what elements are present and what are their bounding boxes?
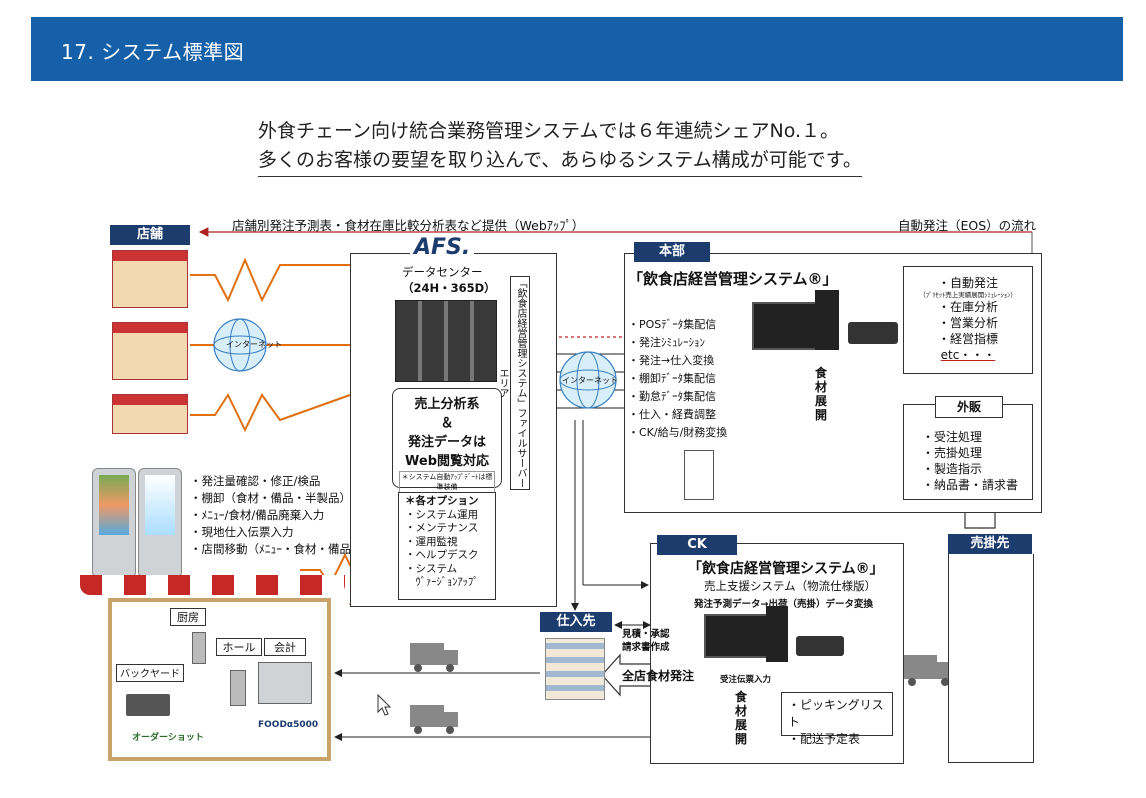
store-building-icons [112,250,188,434]
ck-system-name: 「飲食店経営管理システム®」 [688,561,884,577]
mouse-cursor-icon [377,693,392,716]
truck-icon [410,705,458,734]
supplier-note: 見積・承認 請求書作成 [622,629,670,653]
hq-pc-tower-icon [815,290,839,350]
intro-line-2: 多くのお客様の要望を取り込んで、あらゆるシステム構成が可能です。 [258,145,862,177]
hq-flow-list: ・POSﾃﾞｰﾀ集配信 ・発注ｼﾐｭﾚｰｼｮﾝ ・発注→仕入変換 ・棚卸ﾃﾞｰﾀ… [628,318,728,439]
document-icon [684,450,714,500]
datacenter-title: データセンター [402,265,483,279]
internet-label-center: インターネット [562,376,618,385]
hq-arrow-label: 食材展開 [814,366,827,422]
store-link-zigzag-1 [190,257,350,303]
hq-printer-icon [848,322,898,344]
truck-icon [410,643,458,672]
room-backyard: バックヤード [116,664,184,682]
ck-slip-input: 受注伝票入力 [720,675,772,685]
external-sales-box: ・受注処理 ・売掛処理 ・製造指示 ・納品書・請求書 [903,404,1033,500]
shipping-list-box: ・ピッキングリスト ・配送予定表 [781,692,893,746]
ck-arrow-label: 食材展開 [734,690,747,746]
web-view-box: 売上分析系 ＆ 発注データは Web閲覧対応 ＊システム自動ｱｯﾌﾟﾃﾞｰﾄは標… [392,388,502,493]
web-up-label: 店舗別発注予測表・食材在庫比較分析表など提供（Webｱｯﾌﾟ） [232,218,585,233]
server-rack-icon [395,300,497,382]
datacenter-hours: （24H・365D） [402,281,496,295]
ck-pc-tower-icon [766,606,788,662]
room-hall: ホール [216,638,262,656]
store-interior: 厨房 ホール 会計 バックヤード オーダーショット FOODα5000 [108,598,331,761]
ck-monitor-icon [704,614,768,658]
order-shot-logo: オーダーショット [132,733,204,743]
food-alpha-logo: FOODα5000 [258,720,319,730]
truck-icon [903,655,953,686]
room-kitchen: 厨房 [170,608,206,626]
file-server-area: 「飲食店経営管理システム」ファイルサーバーエリア [497,276,530,490]
handheld-icon [192,632,206,664]
auto-order-box: ・自動発注 （ﾌﾟﾘｾｯﾄ売上実績展開ｼﾐｭﾚｰｼｮﾝ） ・在庫分析 ・営業分析… [903,266,1033,374]
section-header: 17. システム標準図 [31,17,1123,81]
internet-label-left: インターネット [226,340,282,349]
ck-printer-icon [796,636,844,656]
handheld-device-icon [138,468,182,578]
all-store-order-label: 全店食材発注 [622,669,695,683]
receivables-panel [948,554,1034,763]
intro-line-1: 外食チェーン向け統合業務管理システムでは６年連続シェアNo.１。 [258,120,840,142]
options-box: ＊各オプション ・システム運用 ・メンテナンス ・運用監視 ・ヘルプデスク ・シ… [398,492,496,600]
store-awning [80,575,345,595]
ck-subtitle: 売上支援システム（物流仕様版） [704,579,877,593]
internet-globe-icon [213,318,267,372]
page-title: 17. システム標準図 [61,40,245,64]
handheld-device-icon [92,468,136,578]
supplier-label: 仕入先 [540,612,612,632]
afs-logo: AFS. [410,235,475,260]
pos-terminal-icon [258,662,312,704]
hq-label: 本部 [634,242,710,262]
ck-label: CK [657,535,737,555]
eos-flow-label: 自動発注（EOS）の流れ [898,218,1037,233]
external-sales-title: 外販 [935,396,1003,418]
internet-globe-icon [559,351,617,409]
laptop-icon [126,694,170,716]
room-checkout: 会計 [264,638,306,656]
ck-conversion: 発注予測データ→出荷（売掛）データ変換 [694,599,873,610]
handheld-icon [230,670,246,706]
hq-monitor-icon [752,302,818,350]
store-label: 店舗 [110,225,190,245]
receivables-label: 売掛先 [948,534,1032,554]
hq-system-name: 「飲食店経営管理システム®」 [628,270,838,288]
supplier-building-icon [545,638,605,700]
store-link-zigzag-3 [190,392,351,433]
